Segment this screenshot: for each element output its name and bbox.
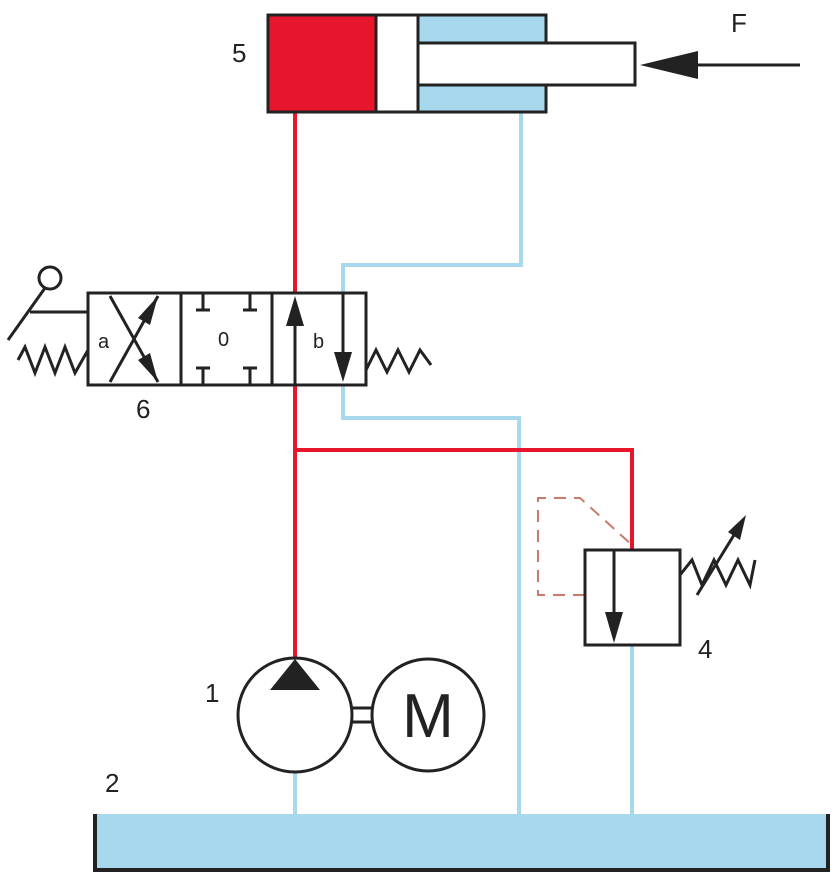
pump-body (236, 656, 354, 774)
return-line-valve-tank (341, 385, 521, 814)
tank-fluid (95, 814, 828, 870)
spring-icon (364, 346, 433, 376)
valve-position-a-label: a (98, 331, 110, 353)
tank (93, 814, 830, 872)
adjustable-spring-icon (678, 515, 757, 596)
relief-valve-label: 4 (698, 634, 712, 664)
pump-label: 1 (205, 678, 219, 708)
valve-position-b (286, 293, 352, 385)
coupling (352, 706, 372, 724)
valve-position-0-label: 0 (218, 329, 229, 351)
flow-arrow-icon (286, 296, 304, 326)
valve-position-b-label: b (313, 331, 324, 353)
spring-icon (16, 342, 90, 378)
pump (236, 656, 354, 774)
valve-position-0 (196, 293, 257, 385)
lever-icon (6, 265, 88, 341)
pressure-lines (293, 112, 634, 660)
valve-position-a (108, 295, 160, 383)
flow-arrow-icon (334, 352, 352, 382)
relief-valve (583, 515, 757, 647)
relief-valve-body (583, 548, 682, 647)
force-arrow-icon (640, 51, 800, 79)
return-lines (293, 112, 634, 814)
motor-body (370, 657, 486, 773)
cylinder-rod (416, 41, 637, 87)
directional-valve (6, 265, 433, 387)
return-line-cylinder-rod (341, 112, 523, 293)
cylinder-pressure-chamber (268, 15, 376, 112)
flow-arrow-icon (138, 296, 158, 325)
cylinder-piston (374, 13, 420, 114)
cylinder (266, 13, 637, 114)
pilot-line (537, 497, 633, 596)
flow-arrow-icon (138, 353, 158, 382)
pump-triangle-icon (270, 659, 320, 690)
tank-outline (93, 814, 830, 872)
tank-label: 2 (105, 768, 119, 798)
motor-label: M (402, 682, 454, 751)
force-label: F (731, 8, 747, 38)
flow-arrow-icon (605, 612, 623, 643)
pressure-line-relief (295, 448, 634, 550)
cylinder-label: 5 (232, 38, 246, 68)
directional-valve-label: 6 (136, 394, 150, 424)
cylinder-barrel (266, 13, 548, 114)
electric-motor (370, 657, 486, 773)
